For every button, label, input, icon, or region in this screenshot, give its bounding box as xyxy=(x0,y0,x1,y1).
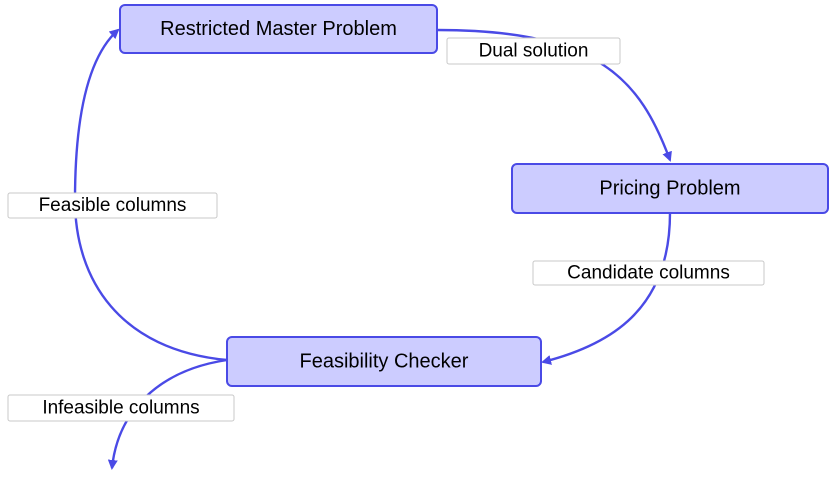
arrow-pricing-to-checker xyxy=(541,212,672,365)
node-label-pricing: Pricing Problem xyxy=(599,178,740,200)
node-feasibility-checker: Feasibility Checker xyxy=(226,336,542,387)
edge-dual-solution xyxy=(436,28,672,162)
edge-candidate-columns xyxy=(541,212,672,365)
arrow-master-to-pricing xyxy=(436,28,672,162)
label-feasible-columns: Feasible columns xyxy=(7,192,218,219)
edge-label-feasible: Feasible columns xyxy=(39,195,187,216)
edge-label-dual: Dual solution xyxy=(479,41,589,62)
node-pricing-problem: Pricing Problem xyxy=(511,163,829,214)
edge-label-candidate: Candidate columns xyxy=(567,263,730,284)
node-label-master: Restricted Master Problem xyxy=(160,18,397,40)
label-candidate-columns: Candidate columns xyxy=(532,260,765,286)
label-dual-solution: Dual solution xyxy=(446,37,621,65)
label-infeasible-columns: Infeasible columns xyxy=(7,394,235,422)
edge-label-infeasible: Infeasible columns xyxy=(42,398,199,419)
node-restricted-master-problem: Restricted Master Problem xyxy=(119,4,438,54)
node-label-checker: Feasibility Checker xyxy=(300,351,469,373)
